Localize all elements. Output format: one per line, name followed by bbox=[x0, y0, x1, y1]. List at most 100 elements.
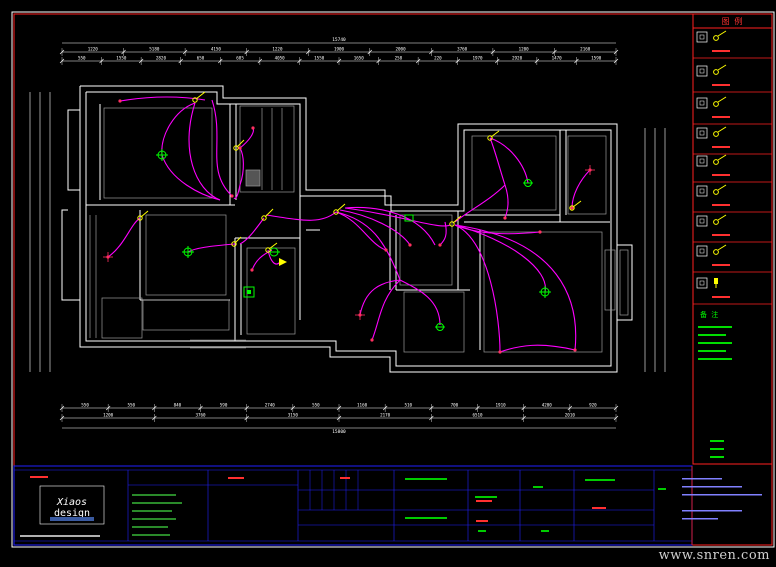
note-line bbox=[710, 448, 724, 450]
dimension-label: 4150 bbox=[211, 47, 222, 52]
switch-icon bbox=[713, 101, 719, 107]
dimension-label: 550 bbox=[127, 403, 135, 408]
inner-frame bbox=[13, 13, 773, 546]
dimension-texts: 1220 5180 4150 1220 1900 2000 3760 1200 2160 550 1… bbox=[78, 47, 602, 418]
dimension-label: 2010 bbox=[565, 413, 576, 418]
dimension-label: 1220 bbox=[272, 47, 283, 52]
legend-row bbox=[693, 154, 772, 183]
exhaust-fan-symbol bbox=[243, 286, 255, 298]
dimension-label: 1160 bbox=[357, 403, 368, 408]
switch-icon bbox=[713, 69, 719, 75]
note-line bbox=[710, 440, 724, 442]
dimension-label: 550 bbox=[312, 403, 320, 408]
switch-icon bbox=[713, 219, 719, 225]
dimension-label: 258 bbox=[395, 56, 403, 61]
watermark: www.snren.com bbox=[658, 548, 770, 563]
circuit-wires bbox=[107, 96, 591, 353]
logo-text-line1: Xiaos bbox=[56, 497, 87, 508]
ceiling-light-symbol bbox=[182, 246, 194, 258]
dimension-ticks bbox=[59, 48, 619, 422]
note-line bbox=[698, 342, 732, 344]
dimension-label: 3150 bbox=[288, 413, 299, 418]
notes-heading: 备 注 bbox=[700, 310, 718, 319]
dimension-label: 1200 bbox=[519, 47, 530, 52]
dimension-label: 2920 bbox=[512, 56, 523, 61]
lamp-icon bbox=[714, 278, 718, 284]
switch-icon bbox=[713, 249, 719, 255]
dimension-label: 1590 bbox=[591, 56, 602, 61]
legend-row bbox=[693, 96, 772, 125]
dimension-label: 650 bbox=[197, 56, 205, 61]
junction-box-symbol bbox=[404, 214, 414, 222]
dimension-label: 920 bbox=[589, 403, 597, 408]
dimension-label: 6510 bbox=[472, 413, 483, 418]
company-logo bbox=[39, 485, 105, 525]
dimension-label: 4200 bbox=[542, 403, 553, 408]
dimension-label: 1910 bbox=[496, 403, 507, 408]
downlight-symbols bbox=[106, 99, 592, 354]
outer-frame bbox=[11, 11, 775, 548]
dimension-label: 1970 bbox=[472, 56, 483, 61]
ceiling-light-symbol bbox=[268, 247, 280, 257]
bottom-total-dimension: 15800 bbox=[332, 429, 346, 435]
dimension-label: 5180 bbox=[149, 47, 160, 52]
dimension-label: 1220 bbox=[88, 47, 99, 52]
floor-plan-walls bbox=[61, 85, 633, 373]
switch-icon bbox=[713, 35, 719, 41]
legend-row bbox=[693, 214, 772, 243]
dimension-label: 3760 bbox=[457, 47, 468, 52]
fixtures bbox=[103, 91, 595, 354]
switch-icon bbox=[713, 159, 719, 165]
dimension-label: 2740 bbox=[265, 403, 276, 408]
dimension-label: 1900 bbox=[334, 47, 345, 52]
legend-row bbox=[693, 126, 772, 155]
dimension-label: 1470 bbox=[552, 56, 563, 61]
dimension-label: 3760 bbox=[195, 413, 206, 418]
ceiling-light-symbol bbox=[435, 323, 445, 331]
dimension-label: 840 bbox=[174, 403, 182, 408]
legend-row bbox=[693, 244, 772, 273]
title-block-red-marks bbox=[30, 476, 606, 522]
title-block: Xiaos design bbox=[13, 465, 762, 546]
dimension-label: 510 bbox=[404, 403, 412, 408]
dimension-label: 4050 bbox=[275, 56, 286, 61]
dimension-label: 1550 bbox=[116, 56, 127, 61]
note-line bbox=[698, 350, 726, 352]
note-line bbox=[698, 334, 726, 336]
note-line bbox=[698, 358, 732, 360]
dimension-lines bbox=[29, 42, 666, 429]
switch-symbols bbox=[137, 91, 582, 253]
legend-heading: 图 例 bbox=[722, 16, 743, 26]
legend-row bbox=[693, 64, 772, 93]
dimension-label: 685 bbox=[236, 56, 244, 61]
furniture-outlines bbox=[89, 105, 629, 353]
note-line bbox=[710, 456, 724, 458]
dimension-label: 700 bbox=[451, 403, 459, 408]
legend-row bbox=[693, 277, 772, 305]
exhaust-fan-inner bbox=[247, 290, 251, 294]
crosshair-markers bbox=[103, 165, 595, 320]
top-total-dimension: 15740 bbox=[332, 37, 346, 43]
ceiling-light-symbol bbox=[539, 286, 551, 298]
dimension-label: 1200 bbox=[103, 413, 114, 418]
dimension-label: 550 bbox=[78, 56, 86, 61]
logo-text-line2: design bbox=[54, 508, 90, 519]
ceiling-light-symbol bbox=[156, 149, 168, 161]
switch-icon bbox=[713, 189, 719, 195]
legend-row bbox=[693, 184, 772, 213]
dimension-label: 1650 bbox=[354, 56, 365, 61]
dimension-label: 2170 bbox=[380, 413, 391, 418]
dimension-label: 2820 bbox=[156, 56, 167, 61]
title-block-fine-print bbox=[20, 478, 762, 537]
note-line bbox=[698, 326, 732, 328]
wall-lamp-symbol bbox=[279, 258, 287, 266]
legend-row bbox=[693, 30, 772, 59]
legend-panel: 图 例 备 注 bbox=[692, 13, 773, 465]
dimension-label: 550 bbox=[81, 403, 89, 408]
switch-icon bbox=[713, 131, 719, 137]
dimension-label: 2160 bbox=[580, 47, 591, 52]
dimension-label: 2000 bbox=[396, 47, 407, 52]
ceiling-light-symbol bbox=[523, 179, 533, 187]
dimension-label: 590 bbox=[220, 403, 228, 408]
